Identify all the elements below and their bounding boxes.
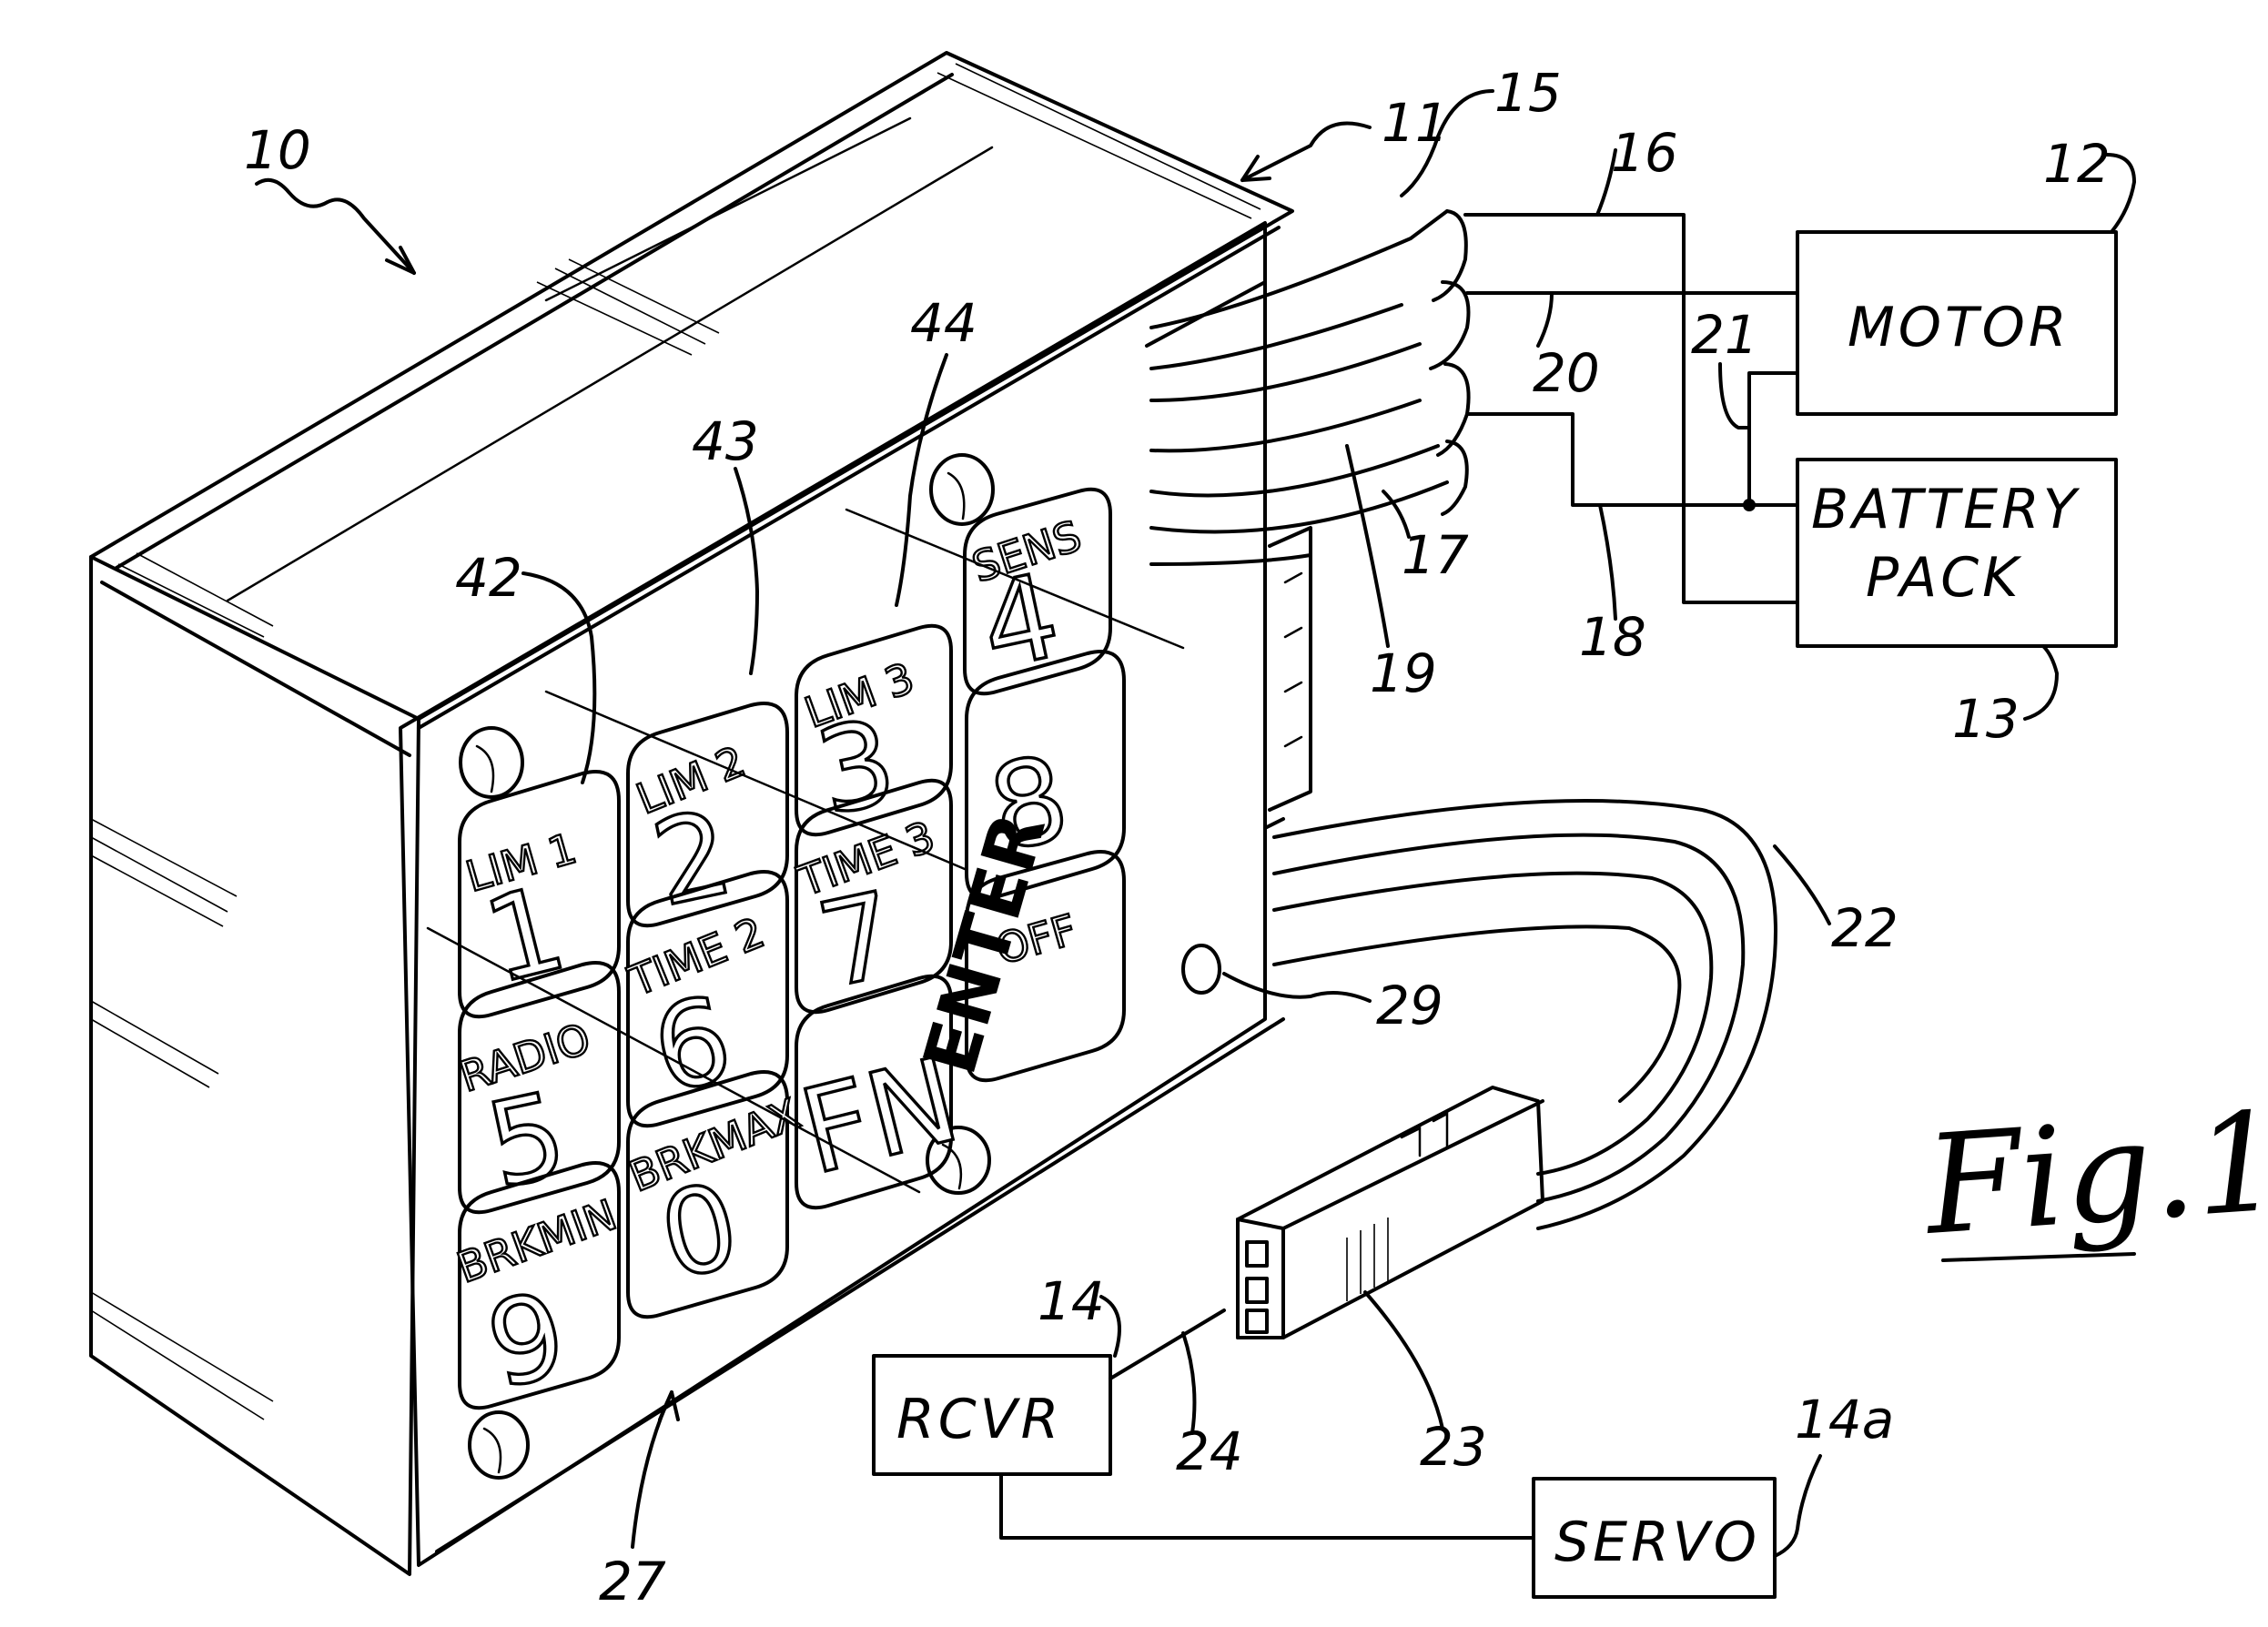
- key-enter[interactable]: OFF ENTER: [907, 804, 1126, 1084]
- ref-19: 19: [1370, 642, 1437, 704]
- ref-16: 16: [1611, 122, 1678, 184]
- ref-15: 15: [1494, 62, 1562, 124]
- key-2-number: 2: [642, 785, 743, 934]
- ref-10: 10: [244, 119, 311, 181]
- rcvr-box: RCVR: [872, 1354, 1112, 1476]
- panel-screw-bottom-left: [468, 1410, 530, 1480]
- ref-18: 18: [1579, 606, 1646, 668]
- ref-13: 13: [1952, 688, 2020, 750]
- battery-label-line1: BATTERY: [1811, 478, 2081, 541]
- indicator-29: [1181, 944, 1221, 995]
- junction-dot: [1743, 499, 1756, 511]
- panel-screw-top-right: [929, 453, 995, 526]
- ref-14: 14: [1038, 1270, 1105, 1332]
- key-6-number: 6: [642, 972, 743, 1120]
- rcvr-label: RCVR: [896, 1388, 1062, 1451]
- motor-label: MOTOR: [1848, 296, 2071, 359]
- reference-numerals: 10 11 15 16 12 20 21 17 19 18 13 22 29 2…: [244, 62, 2268, 1612]
- ref-27: 27: [599, 1551, 666, 1612]
- ref-24: 24: [1176, 1420, 1243, 1482]
- key-9-number: 9: [476, 1268, 577, 1416]
- key-3[interactable]: LIM 3 3: [795, 623, 953, 844]
- key-2[interactable]: LIM 2 2: [626, 702, 789, 935]
- ref-22: 22: [1831, 897, 1898, 959]
- ref-23: 23: [1420, 1416, 1487, 1478]
- servo-box: SERVO: [1532, 1477, 1777, 1599]
- ref-20: 20: [1533, 342, 1600, 404]
- motor-box: MOTOR: [1796, 230, 2118, 416]
- ref-17: 17: [1402, 524, 1469, 586]
- panel-screw-bottom-right: [926, 1126, 991, 1195]
- battery-label-line2: PACK: [1866, 546, 2022, 610]
- figure-label: Fig.1: [1918, 1083, 2268, 1266]
- ref-43: 43: [692, 410, 759, 472]
- key-3-number: 3: [805, 694, 906, 843]
- ref-12: 12: [2043, 133, 2111, 195]
- panel-screw-top-left: [459, 726, 524, 799]
- ref-44: 44: [910, 292, 977, 354]
- ref-42: 42: [455, 547, 522, 609]
- key-1-number: 1: [472, 861, 577, 1010]
- ref-14a: 14a: [1795, 1389, 1894, 1450]
- battery-pack-box: BATTERY PACK: [1796, 458, 2118, 648]
- device-housing: [89, 51, 1312, 1576]
- connector-23: [1236, 1086, 1544, 1339]
- ref-21: 21: [1691, 304, 1758, 366]
- key-0-number: 0: [649, 1158, 750, 1307]
- wiring-receiver: [999, 1309, 1535, 1540]
- panel-leader-lines: [426, 508, 1185, 1194]
- ref-11: 11: [1382, 92, 1449, 154]
- cable-22: [1272, 799, 1777, 1230]
- wiring: [1463, 213, 1799, 604]
- ref-29: 29: [1376, 975, 1443, 1036]
- servo-label: SERVO: [1554, 1511, 1760, 1574]
- key-7-number: 7: [807, 867, 908, 1016]
- keypad: LIM 1 1 LIM 2 2 LIM 3 3 SENS 4 RADIO 5: [450, 487, 1126, 1417]
- key-4-number: 4: [969, 549, 1070, 697]
- key-1[interactable]: LIM 1 1: [458, 770, 621, 1019]
